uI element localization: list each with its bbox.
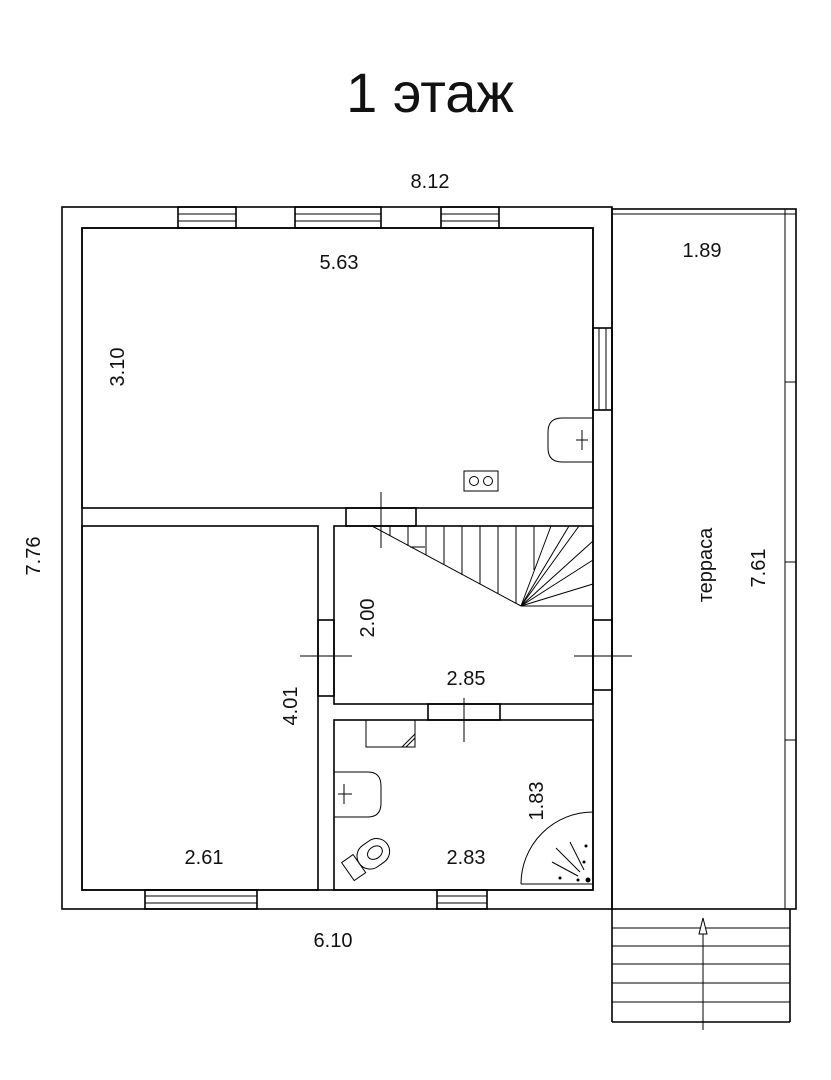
dim-bath-width: 2.83 — [447, 847, 486, 869]
shower-icon — [520, 811, 594, 885]
window-bottom-1 — [144, 889, 258, 910]
dimension-labels: 8.12 7.76 6.10 1.89 7.61 5.63 3.10 2.00 … — [23, 171, 770, 952]
door-room2-hall — [300, 619, 352, 697]
sink-icon — [547, 417, 593, 463]
door-hall-terrace — [574, 619, 632, 691]
dim-room1-depth: 3.10 — [107, 348, 129, 387]
plan-title: 1 этаж — [346, 61, 514, 124]
terrace — [611, 208, 797, 910]
toilet-icon — [340, 838, 391, 882]
dim-bath-depth: 1.83 — [526, 782, 548, 821]
arrow-up-icon — [698, 917, 708, 1030]
stairs-icon — [371, 525, 594, 607]
window-bottom-2 — [436, 889, 488, 910]
dim-room1-width: 5.63 — [320, 252, 359, 274]
windows — [144, 206, 613, 910]
terrace-label: терраса — [695, 527, 717, 602]
window-top-1 — [177, 206, 237, 229]
dim-terrace-width: 1.89 — [683, 240, 722, 262]
dim-overall-height: 7.76 — [23, 537, 45, 576]
dim-hall-width: 2.85 — [447, 668, 486, 690]
door-room1-hall — [345, 492, 417, 548]
entry-steps — [611, 909, 791, 1030]
stove-icon — [463, 470, 499, 492]
dim-room2-width: 2.61 — [185, 847, 224, 869]
window-right-room1 — [592, 327, 613, 411]
window-top-2 — [294, 206, 382, 229]
dim-bottom-width: 6.10 — [314, 930, 353, 952]
window-top-3 — [440, 206, 500, 229]
dim-room2-depth: 4.01 — [280, 687, 302, 726]
cabinet-icon — [365, 719, 416, 748]
sink-icon-bath — [334, 771, 382, 818]
dim-overall-width: 8.12 — [411, 171, 450, 193]
dim-terrace-length: 7.61 — [748, 549, 770, 588]
door-hall-bath — [427, 698, 501, 742]
dim-hall-depth: 2.00 — [357, 599, 379, 638]
